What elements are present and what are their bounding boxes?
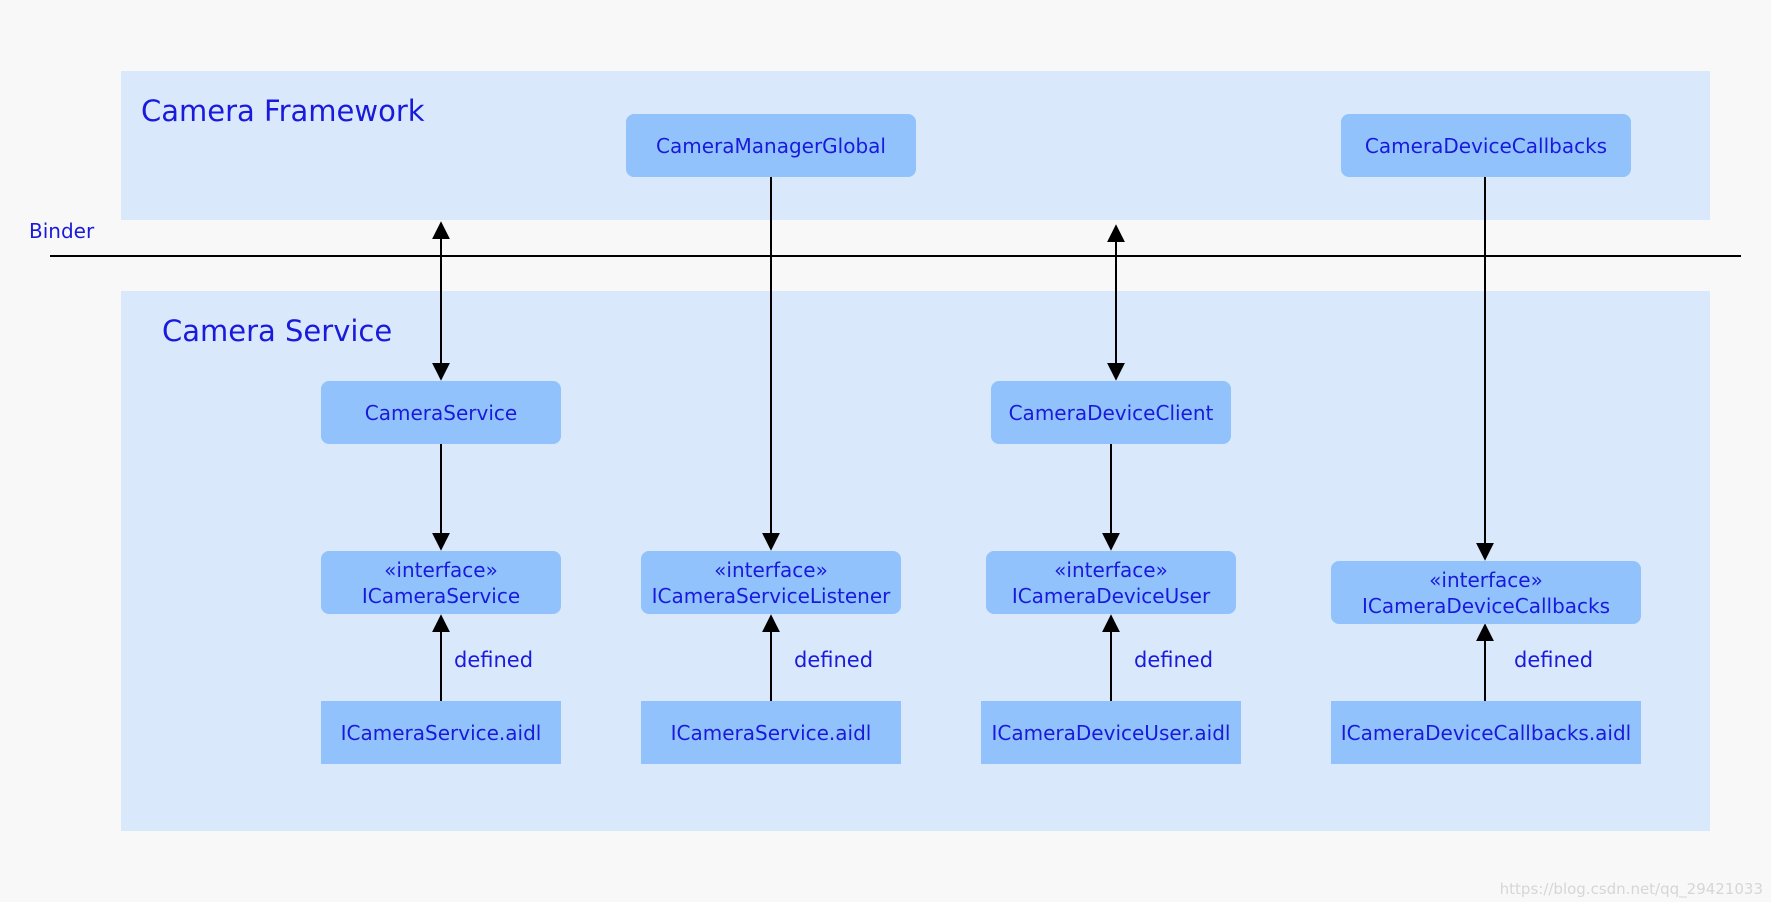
camera-device-callbacks-node[interactable]: CameraDeviceCallbacks (1341, 114, 1631, 177)
defined-label: defined (1514, 648, 1594, 672)
icamera-service-listener-interface-node[interactable]: «interface» ICameraServiceListener (641, 551, 901, 614)
node-label: CameraDeviceCallbacks (1364, 133, 1608, 158)
icamera-device-callbacks-interface-node[interactable]: «interface» ICameraDeviceCallbacks (1331, 561, 1641, 624)
aidl-camera-device-user-node[interactable]: ICameraDeviceUser.aidl (981, 701, 1241, 764)
node-label: CameraManagerGlobal (656, 133, 886, 158)
camera-service-node[interactable]: CameraService (321, 381, 561, 444)
camera-service-title: Camera Service (162, 314, 393, 348)
node-label: CameraService (364, 400, 518, 425)
interface-stereotype: «interface» (1429, 567, 1543, 592)
aidl-camera-device-callbacks-node[interactable]: ICameraDeviceCallbacks.aidl (1331, 701, 1641, 764)
interface-name: ICameraDeviceCallbacks (1361, 593, 1611, 618)
camera-framework-title: Camera Framework (141, 94, 425, 128)
watermark: https://blog.csdn.net/qq_29421033 (1499, 880, 1763, 898)
aidl-camera-service-listener-node[interactable]: ICameraService.aidl (641, 701, 901, 764)
interface-name: ICameraServiceListener (651, 583, 891, 608)
interface-name: ICameraService (361, 583, 521, 608)
interface-stereotype: «interface» (384, 557, 498, 582)
aidl-camera-service-node[interactable]: ICameraService.aidl (321, 701, 561, 764)
node-label: ICameraDeviceUser.aidl (991, 720, 1231, 745)
node-label: ICameraService.aidl (670, 720, 872, 745)
interface-stereotype: «interface» (1054, 557, 1168, 582)
node-label: CameraDeviceClient (1008, 400, 1214, 425)
binder-label: Binder (29, 219, 95, 243)
defined-label: defined (1134, 648, 1214, 672)
defined-label: defined (794, 648, 874, 672)
node-label: ICameraDeviceCallbacks.aidl (1340, 720, 1632, 745)
icamera-device-user-interface-node[interactable]: «interface» ICameraDeviceUser (986, 551, 1236, 614)
interface-name: ICameraDeviceUser (1011, 583, 1211, 608)
camera-device-client-node[interactable]: CameraDeviceClient (991, 381, 1231, 444)
icamera-service-interface-node[interactable]: «interface» ICameraService (321, 551, 561, 614)
defined-label: defined (454, 648, 534, 672)
interface-stereotype: «interface» (714, 557, 828, 582)
node-label: ICameraService.aidl (340, 720, 542, 745)
camera-manager-global-node[interactable]: CameraManagerGlobal (626, 114, 916, 177)
